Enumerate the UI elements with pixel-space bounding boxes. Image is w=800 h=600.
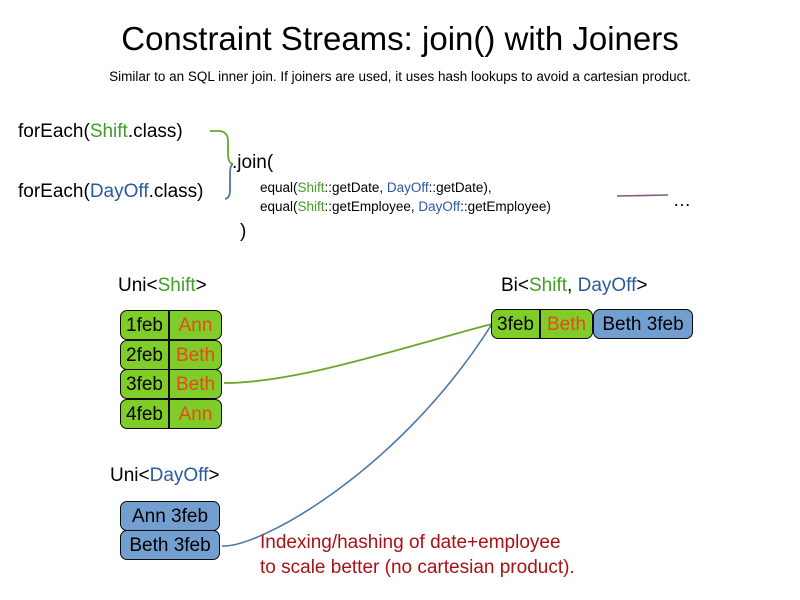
label-bi-stream: Bi<Shift, DayOff> xyxy=(501,275,647,297)
joiner-date-left-ref: ::getDate, xyxy=(324,180,387,195)
code-joiner-equal-employee: equal(Shift::getEmployee, DayOff::getEmp… xyxy=(260,199,551,214)
code-foreach-shift-type: Shift xyxy=(89,121,128,142)
code-foreach-dayoff-prefix: forEach( xyxy=(18,181,90,202)
joiner-employee-left-type: Shift xyxy=(297,199,325,214)
code-join-close: ) xyxy=(240,221,247,242)
joiner-employee-right-ref: ::getEmployee) xyxy=(460,199,551,214)
connector-shift-to-bi xyxy=(223,323,493,384)
dayoff-value-cell: Ann 3feb xyxy=(120,501,220,531)
joiner-employee-right-type: DayOff xyxy=(418,199,461,214)
label-uni-shift-suffix: > xyxy=(195,275,207,296)
bi-shift-employee-cell: Beth xyxy=(540,309,593,339)
shift-employee-cell: Ann xyxy=(169,310,222,340)
shift-date-cell: 1feb xyxy=(120,310,169,340)
shift-employee-cell: Beth xyxy=(169,340,222,370)
label-bi-suffix: > xyxy=(636,275,648,296)
dayoff-value-cell: Beth 3feb xyxy=(120,530,220,560)
code-ellipsis: … xyxy=(673,190,692,210)
shift-date-cell: 3feb xyxy=(120,369,169,399)
annotation-note: Indexing/hashing of date+employee to sca… xyxy=(260,530,575,580)
label-uni-shift-type: Shift xyxy=(157,275,196,296)
connector-ellipsis-line xyxy=(616,194,669,197)
code-join-open: .join( xyxy=(232,152,274,173)
label-uni-dayoff-type: DayOff xyxy=(149,465,209,486)
code-foreach-shift: forEach(Shift.class) xyxy=(18,121,183,143)
shift-fact-row[interactable]: 3feb Beth xyxy=(120,369,222,399)
annotation-line-2: to scale better (no cartesian product). xyxy=(260,557,575,578)
label-uni-dayoff-prefix: Uni< xyxy=(110,465,150,486)
dayoff-fact-row[interactable]: Ann 3feb xyxy=(120,501,220,531)
joiner-date-right-type: DayOff xyxy=(386,180,429,195)
joiner-date-left-type: Shift xyxy=(297,180,325,195)
shift-date-cell: 4feb xyxy=(120,399,169,429)
joiner-date-prefix: equal( xyxy=(260,180,298,195)
connector-dayoff-to-bi xyxy=(221,323,493,547)
bi-dayoff-cell: Beth 3feb xyxy=(593,309,693,339)
label-bi-prefix: Bi< xyxy=(501,275,529,296)
dayoff-fact-row[interactable]: Beth 3feb xyxy=(120,530,220,560)
label-bi-type-a: Shift xyxy=(529,275,568,296)
code-foreach-dayoff-suffix: .class) xyxy=(148,181,204,202)
connector-brace-shift xyxy=(210,130,234,165)
page-title: Constraint Streams: join() with Joiners xyxy=(121,20,679,57)
label-uni-shift-prefix: Uni< xyxy=(118,275,158,296)
code-foreach-dayoff: forEach(DayOff.class) xyxy=(18,181,204,203)
joiner-employee-left-ref: ::getEmployee, xyxy=(324,199,419,214)
shift-fact-row[interactable]: 1feb Ann xyxy=(120,310,222,340)
shift-fact-row[interactable]: 4feb Ann xyxy=(120,399,222,429)
shift-employee-cell: Beth xyxy=(169,369,222,399)
label-bi-type-b: DayOff xyxy=(577,275,637,296)
shift-fact-row[interactable]: 2feb Beth xyxy=(120,340,222,370)
label-bi-separator: , xyxy=(567,275,578,296)
bi-fact-row[interactable]: 3feb Beth Beth 3feb xyxy=(491,309,693,339)
label-uni-dayoff-suffix: > xyxy=(208,465,220,486)
joiner-employee-prefix: equal( xyxy=(260,199,298,214)
shift-date-cell: 2feb xyxy=(120,340,169,370)
label-uni-dayoff: Uni<DayOff> xyxy=(110,465,220,487)
code-joiner-equal-date: equal(Shift::getDate, DayOff::getDate), xyxy=(260,180,492,195)
label-uni-shift: Uni<Shift> xyxy=(118,275,207,297)
page-subtitle: Similar to an SQL inner join. If joiners… xyxy=(109,69,691,84)
code-foreach-shift-prefix: forEach( xyxy=(18,121,90,142)
code-foreach-dayoff-type: DayOff xyxy=(89,181,149,202)
joiner-date-right-ref: ::getDate), xyxy=(428,180,492,195)
code-foreach-shift-suffix: .class) xyxy=(127,121,183,142)
shift-employee-cell: Ann xyxy=(169,399,222,429)
annotation-line-1: Indexing/hashing of date+employee xyxy=(260,532,561,553)
bi-shift-date-cell: 3feb xyxy=(491,309,540,339)
